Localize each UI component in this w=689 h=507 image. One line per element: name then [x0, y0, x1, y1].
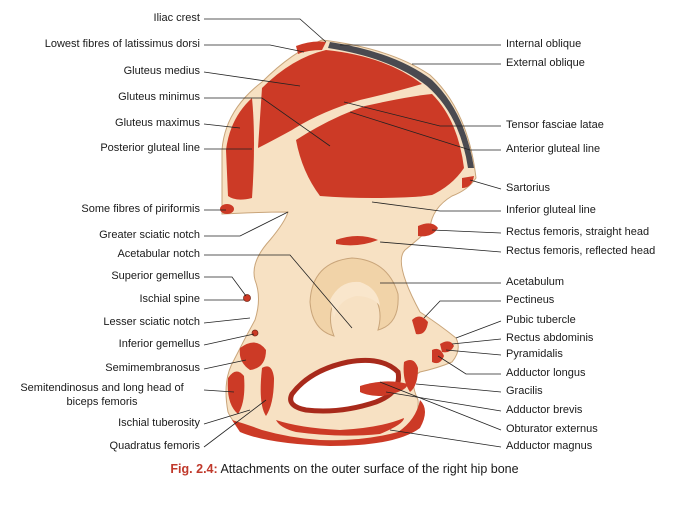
leader-semitendinosus [203, 389, 235, 393]
label-piriformis: Some fibres of piriformis [81, 203, 200, 215]
rectus-abdominis-area [440, 341, 454, 353]
leader-adductor-brevis [385, 391, 502, 412]
superior-gemellus-area [243, 294, 251, 302]
adductor-brevis-area [360, 381, 408, 396]
leader-rf-straight [431, 229, 502, 234]
label-ischial-spine: Ischial spine [139, 293, 200, 305]
label-latissimus-dorsi: Lowest fibres of latissimus dorsi [44, 38, 200, 50]
leader-gluteus-medius [203, 71, 301, 87]
leader-quadratus [203, 399, 267, 448]
label-obturator-externus: Obturator externus [506, 423, 598, 435]
leader-pubic-tubercle [455, 320, 502, 339]
leader-obturator-externus [379, 381, 502, 431]
figure-caption: Fig. 2.4: Attachments on the outer surfa… [0, 462, 689, 476]
label-tensor-fasciae-latae: Tensor fasciae latae [506, 119, 604, 131]
acetabulum-fossa [330, 281, 380, 318]
inferior-gluteal-line-curve [317, 195, 433, 202]
gluteus-minimus-area [296, 94, 464, 198]
label-gracilis: Gracilis [506, 385, 543, 397]
label-lesser-sciatic-notch: Lesser sciatic notch [103, 316, 200, 328]
leader-lesser-sciatic [203, 317, 251, 324]
label-adductor-longus: Adductor longus [506, 367, 586, 379]
leader-sartorius [469, 179, 502, 190]
gluteal-lines [291, 91, 433, 202]
leader-gluteus-maximus [203, 123, 241, 129]
label-superior-gemellus: Superior gemellus [111, 270, 200, 282]
label-rectus-femoris-reflected: Rectus femoris, reflected head [506, 245, 656, 257]
leader-iliac-crest [204, 18, 327, 43]
label-pubic-tubercle: Pubic tubercle [506, 314, 576, 326]
leader-pectineus [423, 300, 501, 319]
leader-ischial-tuberosity [203, 409, 251, 425]
rectus-femoris-reflected-area [336, 236, 378, 246]
sartorius-area [462, 176, 474, 188]
label-adductor-brevis: Adductor brevis [506, 404, 583, 416]
label-acetabulum: Acetabulum [506, 276, 565, 288]
label-rectus-femoris-straight: Rectus femoris, straight head [506, 226, 650, 238]
label-rectus-abdominis: Rectus abdominis [506, 332, 594, 344]
label-quadratus-femoris: Quadratus femoris [109, 440, 200, 452]
label-semitendinosus-line2: biceps femoris [66, 396, 138, 408]
leader-inferior-gemellus [203, 333, 255, 346]
leader-semimembranosus [203, 359, 247, 370]
label-adductor-magnus: Adductor magnus [506, 440, 593, 452]
latissimus-dorsi-area [296, 41, 326, 54]
leader-pyramidalis [445, 349, 502, 356]
leader-tensor [343, 101, 501, 127]
crest-band [328, 42, 474, 168]
leader-inferior-gluteal [371, 201, 501, 212]
figure-caption-text: Attachments on the outer surface of the … [220, 462, 519, 476]
leader-lines [203, 18, 502, 448]
piriformis-area [220, 204, 234, 214]
leader-anterior-gluteal [349, 111, 501, 151]
label-pyramidalis: Pyramidalis [506, 348, 563, 360]
label-semimembranosus: Semimembranosus [105, 362, 200, 374]
label-semitendinosus-line1: Semitendinosus and long head of [20, 382, 184, 394]
label-gluteus-maximus: Gluteus maximus [115, 117, 200, 129]
gracilis-area [403, 360, 418, 392]
label-gluteus-minimus: Gluteus minimus [118, 91, 200, 103]
rectus-femoris-straight-area [418, 223, 438, 237]
leader-latissimus [204, 44, 305, 53]
leader-adductor-longus [437, 355, 501, 375]
adductor-magnus-area [276, 418, 404, 436]
label-external-oblique: External oblique [506, 57, 585, 69]
label-sartorius: Sartorius [506, 182, 551, 194]
acetabulum-area [309, 257, 399, 337]
inferior-gemellus-area [251, 329, 259, 337]
semimembranosus-area [239, 342, 266, 370]
label-inferior-gemellus: Inferior gemellus [118, 338, 200, 350]
label-iliac-crest: Iliac crest [153, 12, 200, 24]
leader-rectus-abdominis [451, 338, 502, 345]
leader-superior-gemellus [204, 276, 247, 297]
label-greater-sciatic-notch: Greater sciatic notch [99, 229, 200, 241]
label-acetabular-notch: Acetabular notch [117, 248, 200, 260]
leader-acetabular-notch [204, 254, 353, 329]
label-pectineus: Pectineus [506, 294, 555, 306]
anterior-gluteal-line-curve [291, 91, 431, 133]
quadratus-femoris-area [260, 366, 274, 416]
label-anterior-gluteal-line: Anterior gluteal line [506, 143, 601, 155]
label-inferior-gluteal-line: Inferior gluteal line [506, 204, 596, 216]
label-ischial-tuberosity: Ischial tuberosity [118, 417, 200, 429]
leader-greater-sciatic [204, 211, 289, 237]
leader-gracilis [415, 383, 502, 393]
leader-rf-reflected [379, 241, 502, 253]
leader-adductor-magnus [389, 429, 502, 448]
figure-number: Fig. 2.4: [170, 462, 218, 476]
label-posterior-gluteal-line: Posterior gluteal line [100, 142, 200, 154]
muscle-attachments [220, 41, 474, 446]
leader-gluteus-minimus [204, 97, 331, 147]
gluteus-medius-area [258, 50, 422, 148]
label-internal-oblique: Internal oblique [506, 38, 582, 50]
pectineus-area [412, 316, 428, 335]
label-gluteus-medius: Gluteus medius [123, 65, 200, 77]
semitendinosus-area [227, 371, 245, 414]
